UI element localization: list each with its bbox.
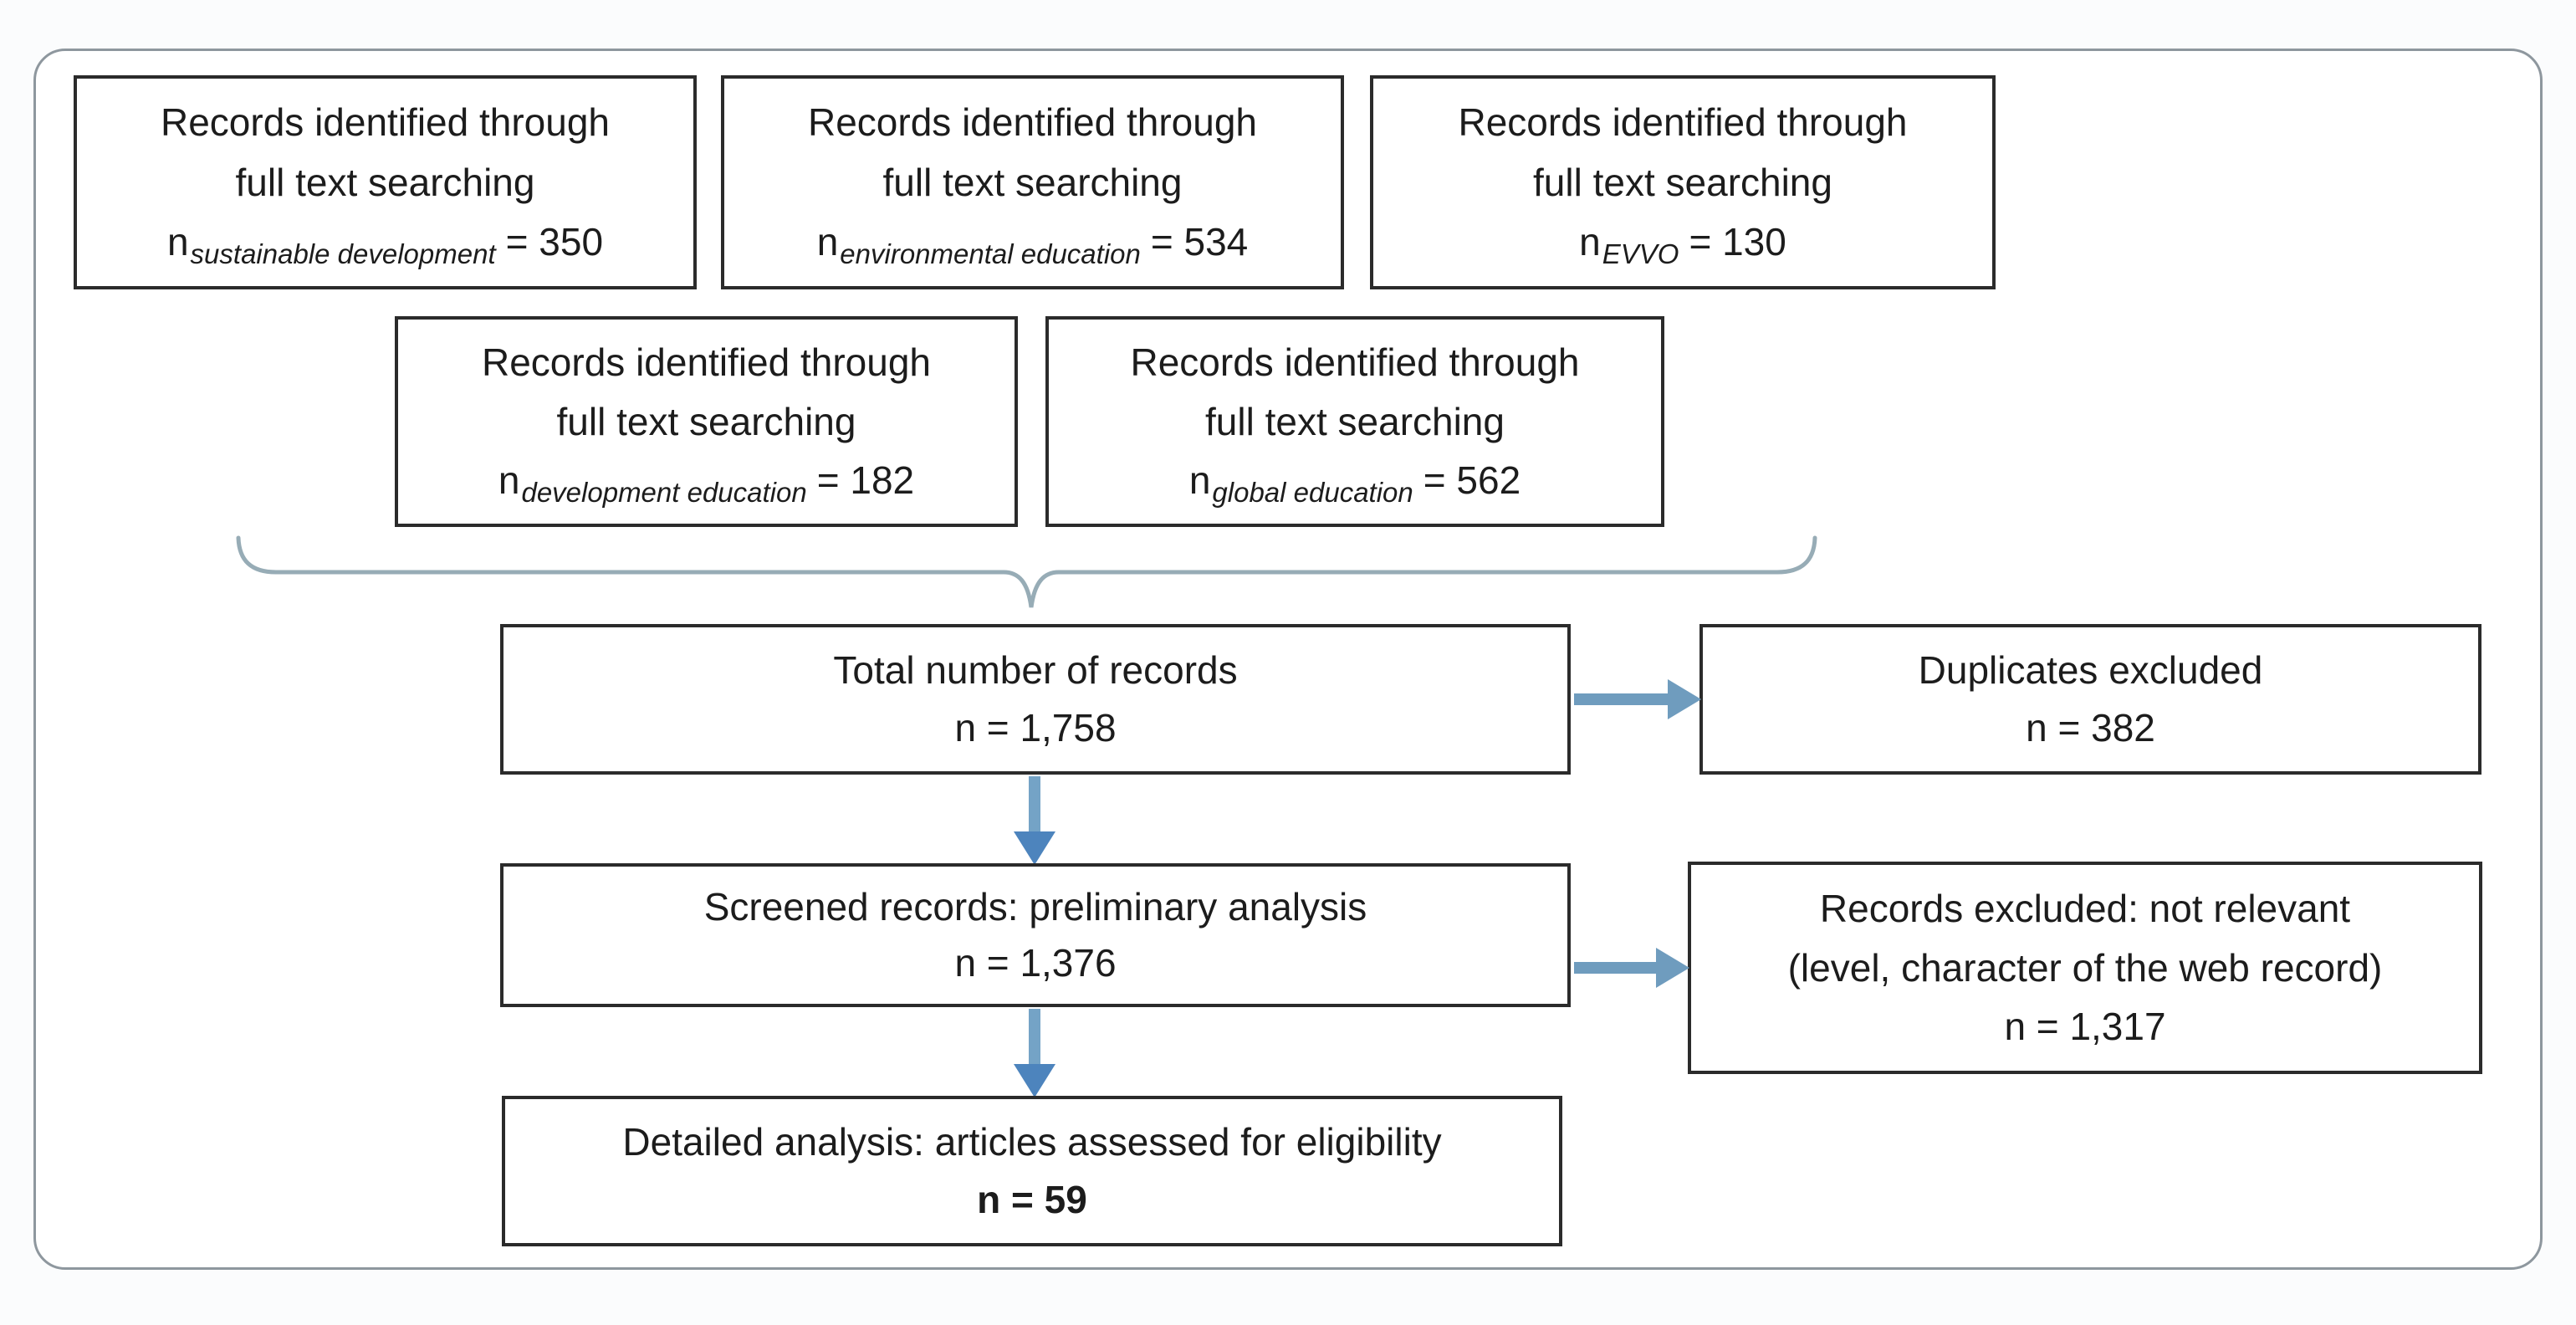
box-text: Records identified through [161, 100, 610, 145]
n-value: = 562 [1423, 458, 1521, 502]
source-box-evvo: Records identified through full text sea… [1370, 75, 1996, 289]
record-count: n = 1,758 [954, 706, 1117, 750]
arrow-total-to-screened [1029, 776, 1040, 831]
box-text: Records identified through [482, 340, 931, 385]
box-text: Total number of records [833, 647, 1238, 692]
record-count: nEVVO = 130 [1579, 219, 1786, 270]
n-subscript: development education [521, 477, 807, 509]
box-text: full text searching [235, 160, 535, 204]
n-symbol: n [816, 219, 839, 263]
source-box-environmental-education: Records identified through full text sea… [721, 75, 1344, 289]
arrow-screened-to-excluded [1574, 962, 1656, 974]
n-subscript: EVVO [1602, 238, 1679, 270]
record-count: nglobal education = 562 [1188, 458, 1521, 509]
arrow-total-to-duplicates [1574, 693, 1668, 705]
source-box-sustainable-development: Records identified through full text sea… [74, 75, 697, 289]
detailed-analysis-box: Detailed analysis: articles assessed for… [502, 1096, 1562, 1246]
box-text: full text searching [556, 399, 856, 443]
record-count: n = 1,317 [2004, 1005, 2166, 1049]
n-symbol: n [1579, 219, 1601, 263]
box-text: (level, character of the web record) [1787, 945, 2383, 990]
n-symbol: n [166, 219, 189, 263]
curly-brace-path [236, 535, 1817, 608]
record-count: n = 1,376 [954, 941, 1117, 985]
box-text: Screened records: preliminary analysis [703, 885, 1367, 929]
arrowhead-right-icon [1668, 679, 1701, 719]
record-count: nenvironmental education = 534 [816, 219, 1249, 270]
source-box-development-education: Records identified through full text sea… [395, 316, 1018, 527]
arrowhead-right-icon [1656, 948, 1689, 988]
n-symbol: n [1188, 458, 1211, 502]
arrowhead-down-icon [1014, 831, 1055, 865]
screened-records-box: Screened records: preliminary analysis n… [500, 863, 1571, 1007]
record-count: ndevelopment education = 182 [498, 458, 915, 509]
box-text: Records identified through [808, 100, 1257, 145]
n-subscript: sustainable development [190, 238, 496, 270]
n-value: = 182 [816, 458, 915, 502]
box-text: Records identified through [1458, 100, 1908, 145]
record-count: n = 59 [977, 1178, 1087, 1222]
records-excluded-box: Records excluded: not relevant (level, c… [1688, 862, 2482, 1074]
box-text: full text searching [1533, 160, 1832, 204]
n-symbol: n [498, 458, 520, 502]
source-box-global-education: Records identified through full text sea… [1045, 316, 1664, 527]
duplicates-excluded-box: Duplicates excluded n = 382 [1699, 624, 2481, 775]
box-text: Duplicates excluded [1918, 647, 2263, 692]
box-text: full text searching [1205, 399, 1505, 443]
curly-brace [236, 535, 1817, 608]
n-subscript: global education [1212, 477, 1413, 509]
box-text: full text searching [882, 160, 1183, 204]
n-value: = 350 [505, 219, 604, 263]
arrow-screened-to-detailed [1029, 1009, 1040, 1064]
record-count: nsustainable development = 350 [166, 219, 604, 270]
n-value: = 130 [1689, 219, 1786, 263]
box-text: Records identified through [1130, 340, 1580, 385]
arrowhead-down-icon [1014, 1064, 1055, 1097]
box-text: Records excluded: not relevant [1819, 886, 2351, 930]
total-records-box: Total number of records n = 1,758 [500, 624, 1571, 775]
n-value: = 534 [1150, 219, 1249, 263]
record-count: n = 382 [2026, 706, 2155, 750]
n-subscript: environmental education [840, 238, 1141, 270]
box-text: Detailed analysis: articles assessed for… [622, 1119, 1442, 1164]
